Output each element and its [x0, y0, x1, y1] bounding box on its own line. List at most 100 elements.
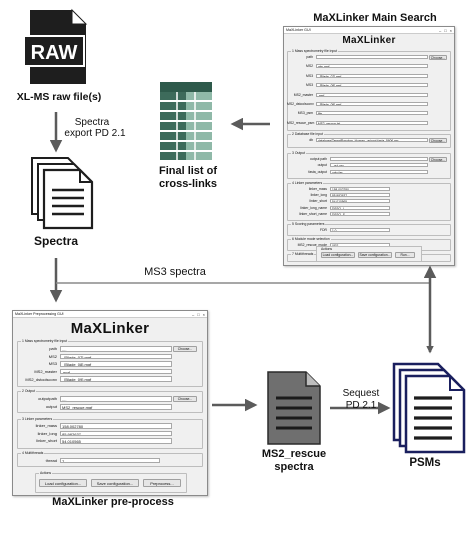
main-linker-field[interactable]: DSSO_S: [330, 211, 390, 216]
main-mass-label: MS2_rescue_psm: [287, 120, 315, 125]
pre-mass-field[interactable]: _[Blade_09].mgf: [60, 376, 172, 382]
pre-output-row: outputpath....: [17, 396, 172, 402]
pre-thread-field[interactable]: 7: [60, 458, 160, 463]
pre-mass-field[interactable]: _[Blade_08].mgf: [60, 361, 172, 367]
pre-mass-field[interactable]: _[Blade_07].mgf: [60, 353, 172, 360]
spectra-label: Spectra: [33, 234, 79, 248]
main-linker-label: linker_short: [309, 199, 327, 204]
rescue-spectra-label-1: MS2_rescue: [261, 448, 327, 460]
pre-close-icon[interactable]: ×: [202, 311, 205, 317]
main-save-config-button[interactable]: Save configuration...: [358, 252, 392, 258]
main-mass-field[interactable]: abc.mgf: [316, 64, 428, 69]
window-controls: – □ ×: [439, 28, 452, 33]
main-linker-field[interactable]: DSSO_L: [330, 205, 390, 210]
main-db-choose-button[interactable]: Choose...: [429, 138, 447, 143]
main-mass-row: MS3_[Blade_08].mgf: [287, 83, 428, 88]
main-db-group-title: 2 Database file input: [291, 132, 324, 136]
main-load-config-button[interactable]: Load configuration...: [321, 252, 355, 258]
main-linker-field[interactable]: 158.002780: [330, 187, 390, 191]
pre-maximize-icon[interactable]: □: [197, 311, 200, 317]
pre-minimize-icon[interactable]: –: [192, 311, 195, 317]
close-icon[interactable]: ×: [449, 27, 452, 33]
pre-preprocess-button[interactable]: Preprocess...: [143, 479, 181, 487]
main-search-title: MaXLinker Main Search: [313, 12, 437, 24]
maximize-icon[interactable]: □: [444, 27, 447, 33]
pre-output-group-title: 2 Output: [21, 389, 37, 393]
raw-icon-text: RAW: [31, 42, 78, 64]
pre-thread-row: thread 7: [17, 458, 160, 463]
main-linker-label: linker_short_name: [299, 211, 327, 216]
pre-multi-group: 4 Multithreads: [17, 451, 203, 467]
main-mass-field[interactable]: _[Blade_08].mgf: [316, 83, 428, 88]
main-linker-field[interactable]: 54.010565: [330, 199, 390, 204]
main-mass-label: MS3: [306, 73, 313, 78]
main-mass-label: MS3: [306, 83, 313, 88]
ms3-spectra-label: MS3 spectra: [144, 266, 206, 278]
main-linker-group-title: 4 Linker parameters: [291, 181, 324, 185]
pre-save-config-button[interactable]: Save configuration...: [91, 479, 139, 487]
main-fdr-field[interactable]: 1.0: [330, 228, 390, 232]
pre-mass-choose-button[interactable]: Choose...: [173, 346, 197, 352]
main-output-group: 3 Output: [287, 151, 451, 179]
minimize-icon[interactable]: –: [439, 27, 442, 33]
main-scoring-group: 5 Scoring parameters: [287, 222, 451, 236]
main-mass-label: MS3_psm: [297, 111, 313, 116]
rescue-spectra-label-2: spectra: [274, 461, 314, 473]
pre-output-choose-button[interactable]: Choose...: [173, 396, 197, 402]
main-mass-field[interactable]: _[Blade_09].mgf: [316, 102, 428, 106]
final-list-label-1: Final list of: [158, 165, 218, 177]
main-output-field[interactable]: _out.csv: [330, 163, 428, 168]
pre-load-config-button[interactable]: Load configuration...: [39, 479, 87, 487]
main-run-button[interactable]: Run...: [395, 252, 415, 258]
pre-window-title: MaXLinker Preprocessing GUI: [15, 312, 64, 316]
main-output-label: fasta_output: [308, 169, 327, 174]
main-output-field[interactable]: [330, 157, 428, 161]
pre-linker-field[interactable]: 54.010565: [60, 438, 172, 444]
pre-mass-row: MS2_[Blade_07].mgf: [17, 353, 172, 360]
main-db-field[interactable]: database/TargetRandom_Human_uniprot.fast…: [316, 138, 428, 142]
pre-mass-label: path: [49, 346, 57, 352]
main-scoring-group-title: 5 Scoring parameters: [291, 222, 326, 226]
main-actions-panel: Actions Load configuration... Save confi…: [316, 246, 422, 262]
main-mass-row: MS2_dstoolsconv_[Blade_09].mgf: [287, 102, 428, 106]
main-linker-group: 4 Linker parameters: [287, 181, 451, 221]
pre-output-field[interactable]: MS2_rescue.mgf: [60, 404, 172, 410]
final-list-label-2: cross-links: [158, 178, 218, 190]
main-mass-label: MS2_master: [293, 92, 313, 97]
pre-linker-group-title: 3 Linker parameters: [21, 417, 54, 421]
preprocess-window: MaXLinker Preprocessing GUI – □ × MaXLin…: [12, 310, 208, 496]
main-db-group: 2 Database file input: [287, 132, 451, 148]
main-linker-field[interactable]: 85.982637: [330, 193, 390, 198]
pre-linker-field[interactable]: 158.002780: [60, 423, 172, 429]
pre-window-titlebar: MaXLinker Preprocessing GUI – □ ×: [13, 311, 207, 318]
main-output-field[interactable]: only.fas: [330, 169, 428, 174]
pre-mass-field[interactable]: .mgf: [60, 368, 172, 375]
main-output-choose-button[interactable]: Choose...: [429, 157, 447, 162]
pre-mass-label: MS3: [48, 361, 57, 367]
main-mass-field[interactable]: [316, 55, 428, 59]
main-mass-choose-button[interactable]: Choose...: [429, 55, 447, 60]
pre-linker-field[interactable]: 85.982637: [60, 430, 172, 437]
main-output-label: output path: [310, 157, 327, 161]
pre-output-field[interactable]: ....: [60, 396, 172, 402]
main-module-label: MS2_rescue_mode: [297, 243, 327, 247]
pre-window-controls: – □ ×: [192, 312, 205, 317]
main-mass-field[interactable]: MS2_rescue.txt: [316, 120, 428, 125]
main-linker-label: linker_long_name: [300, 205, 327, 210]
main-output-row: output path: [287, 157, 428, 161]
main-output-group-title: 3 Output: [291, 151, 307, 155]
main-mass-field[interactable]: .mgf: [316, 92, 428, 97]
pre-output-label: output: [45, 404, 57, 410]
ms2-rescue-spectra-icon: [267, 371, 321, 445]
main-window-titlebar: MaXLinker GUI – □ ×: [284, 27, 454, 34]
pre-linker-group: 3 Linker parameters: [17, 417, 203, 449]
pre-mass-field[interactable]: ....: [60, 346, 172, 352]
main-linker-label: linker_long: [310, 193, 327, 198]
main-mass-field[interactable]: file: [316, 111, 428, 116]
main-mass-field[interactable]: _[Blade_07].mgf: [316, 73, 428, 78]
